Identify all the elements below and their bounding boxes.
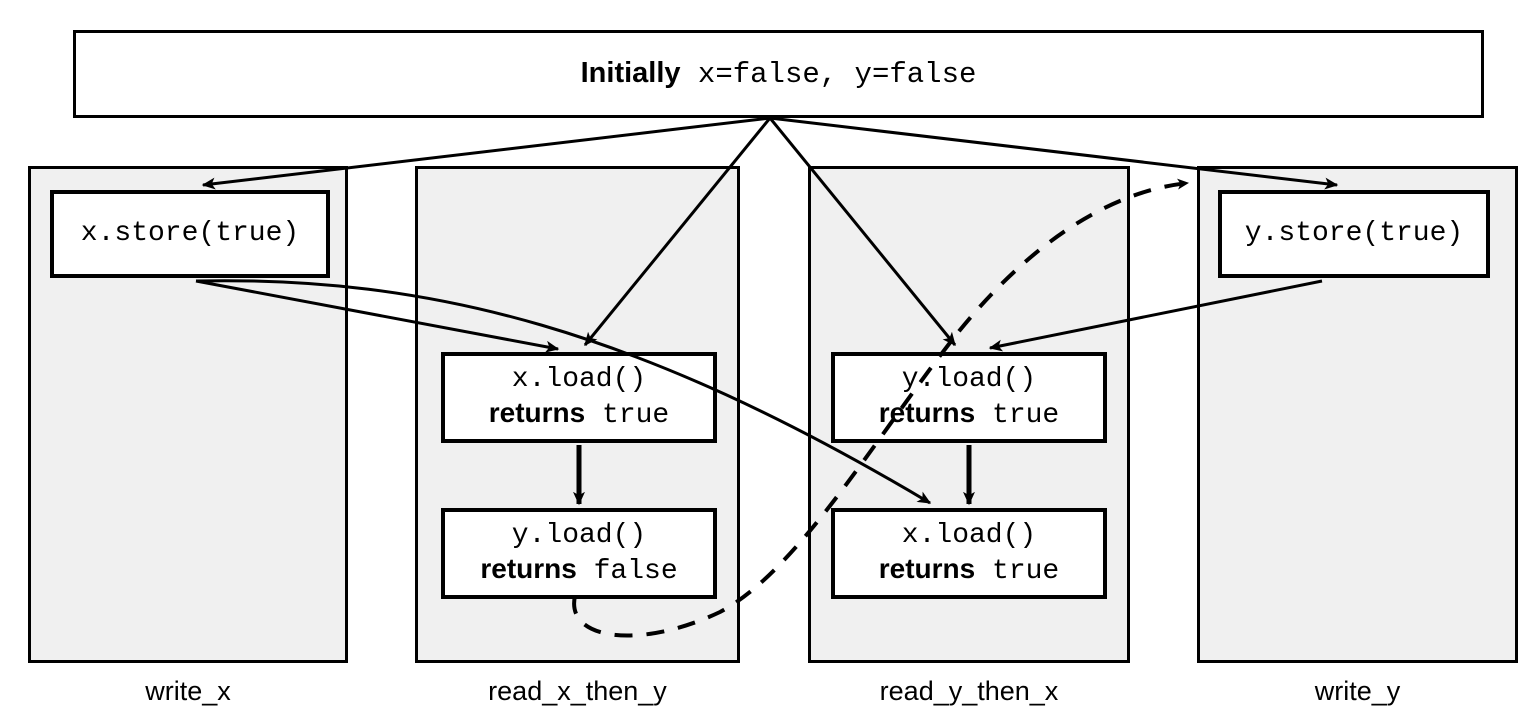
thread-label-text: read_x_then_y <box>488 676 667 706</box>
thread-label-read-y-then-x: read_y_then_x <box>808 676 1130 707</box>
initial-state-prefix: Initially <box>580 57 681 89</box>
operation-result-value: false <box>576 556 678 587</box>
operation-result-prefix: returns <box>878 397 976 428</box>
operation-result-value: true <box>585 400 670 431</box>
thread-label-write-y: write_y <box>1197 676 1518 707</box>
thread-label-text: read_y_then_x <box>879 676 1059 706</box>
operation-box-y-load-true: y.load() returns true <box>831 352 1107 443</box>
operation-box-x-load-true: x.load() returns true <box>441 352 717 443</box>
operation-result: returns false <box>480 552 677 588</box>
initial-state-text: Initially x=false, y=false <box>581 57 977 91</box>
operation-result-prefix: returns <box>878 553 976 584</box>
operation-call: x.load() <box>511 363 647 395</box>
operation-box-x-store-true: x.store(true) <box>50 190 330 278</box>
operation-result-value: true <box>975 556 1060 587</box>
operation-result-prefix: returns <box>480 553 577 584</box>
operation-call: y.load() <box>901 363 1037 395</box>
operation-result-value: true <box>975 400 1060 431</box>
initial-state-box: Initially x=false, y=false <box>73 30 1484 118</box>
thread-label-text: write_y <box>1314 676 1401 706</box>
thread-label-text: write_x <box>145 676 231 706</box>
operation-result: returns true <box>879 396 1059 432</box>
thread-label-write-x: write_x <box>28 676 348 707</box>
operation-result: returns true <box>879 552 1059 588</box>
operation-call: y.store(true) <box>1244 218 1464 250</box>
initial-state-values: x=false, y=false <box>680 58 977 91</box>
operation-call: x.store(true) <box>80 218 300 250</box>
operation-box-y-load-false: y.load() returns false <box>441 508 717 599</box>
operation-result: returns true <box>489 396 669 432</box>
operation-call: y.load() <box>511 519 647 551</box>
operation-result-prefix: returns <box>488 397 586 428</box>
operation-box-x-load-true-2: x.load() returns true <box>831 508 1107 599</box>
operation-call: x.load() <box>901 519 1037 551</box>
operation-box-y-store-true: y.store(true) <box>1218 190 1490 278</box>
thread-label-read-x-then-y: read_x_then_y <box>415 676 740 707</box>
